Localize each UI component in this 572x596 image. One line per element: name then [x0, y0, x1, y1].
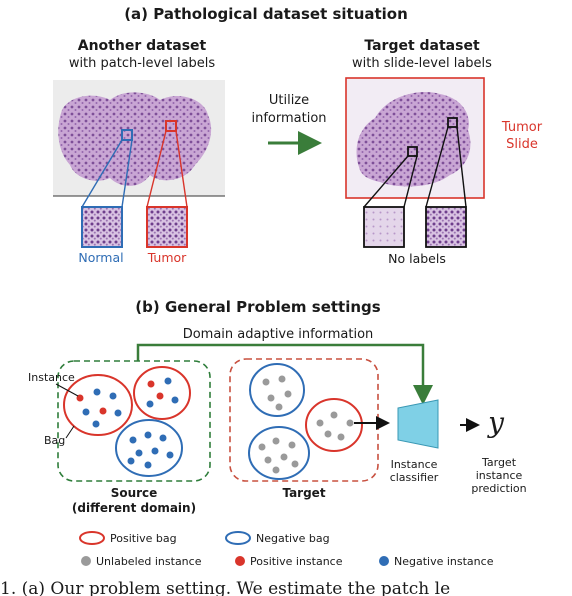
target-negative-bag-2 [248, 426, 310, 480]
source-bag-2-instances [146, 377, 179, 408]
target-zoom-line-1b [403, 155, 418, 208]
legend: Positive bag Negative bag Unlabeled inst… [79, 531, 494, 568]
target-roi-1 [407, 146, 418, 157]
domain-adaptive-arrow [136, 343, 433, 405]
normal-zoom-line-right [121, 139, 133, 208]
figure-caption: 1. (a) Our problem setting. We estimate … [0, 579, 450, 596]
instance-classifier-shape [397, 399, 439, 449]
tumor-label: Tumor [147, 250, 187, 265]
tumor-patch-image [146, 206, 188, 248]
prediction-label-2: instance [476, 469, 523, 482]
source-dataset-subheading: with patch-level labels [69, 56, 216, 71]
legend-positive-instance-swatch [235, 556, 245, 566]
source-domain-box [57, 360, 211, 482]
prediction-label-3: prediction [471, 482, 526, 495]
target-roi-2 [447, 117, 458, 128]
source-bag-3-instances [127, 431, 174, 469]
target-bag-1-instances [262, 375, 292, 411]
source-bag-1-instances [76, 388, 122, 428]
tumor-zoom-line-left [146, 130, 167, 208]
normal-zoom-line-left [81, 139, 123, 208]
prediction-label-1: Target [481, 456, 517, 469]
target-dataset-heading: Target dataset [364, 38, 480, 54]
target-slide-image [345, 77, 485, 199]
source-positive-bag-2 [133, 366, 191, 420]
instance-pointer [55, 383, 79, 397]
information-label: information [251, 111, 326, 126]
legend-positive-bag-swatch [79, 531, 105, 545]
legend-negative-bag-swatch [225, 531, 251, 545]
target-zoom-line-2a [425, 126, 449, 208]
normal-label: Normal [78, 250, 123, 265]
target-bag-3-instances [316, 411, 354, 441]
target-bag-2-instances [258, 437, 299, 474]
target-label: Target [282, 486, 325, 500]
normal-patch-image [81, 206, 123, 248]
utilize-label: Utilize [269, 93, 309, 108]
source-sublabel: (different domain) [72, 501, 196, 515]
bag-label: Bag [44, 434, 65, 447]
legend-unlabeled-instance: Unlabeled instance [96, 555, 202, 568]
tumor-slide-label-1: Tumor [501, 120, 543, 135]
legend-positive-instance: Positive instance [250, 555, 343, 568]
domain-adaptive-label: Domain adaptive information [183, 327, 374, 342]
target-positive-bag [305, 398, 363, 452]
source-normal-roi [121, 129, 133, 141]
output-y-symbol: y [486, 406, 505, 439]
tumor-slide-label-2: Slide [506, 137, 538, 152]
instance-label: Instance [28, 371, 75, 384]
classifier-label-2: classifier [390, 471, 439, 484]
source-dataset-heading: Another dataset [78, 38, 207, 54]
target-domain-box [229, 358, 379, 482]
legend-negative-instance: Negative instance [394, 555, 494, 568]
legend-negative-instance-swatch [379, 556, 389, 566]
bag-pointer [65, 425, 75, 439]
target-negative-bag-1 [249, 363, 305, 417]
source-label: Source [111, 486, 158, 500]
part-a-title: (a) Pathological dataset situation [124, 5, 408, 23]
source-slide-image [53, 80, 225, 197]
target-patch-1 [363, 206, 405, 248]
target-patch-2 [425, 206, 467, 248]
target-zoom-line-2b [456, 126, 467, 208]
target-dataset-subheading: with slide-level labels [352, 56, 492, 71]
legend-negative-bag: Negative bag [256, 532, 330, 545]
classifier-label-1: Instance [391, 458, 438, 471]
legend-positive-bag: Positive bag [110, 532, 177, 545]
source-tumor-roi [165, 120, 177, 132]
tumor-zoom-line-right [175, 130, 188, 208]
target-zoom-line-1a [363, 155, 409, 208]
source-positive-bag-1 [63, 374, 133, 436]
legend-unlabeled-swatch [81, 556, 91, 566]
no-labels-text: No labels [388, 251, 446, 266]
part-b-title: (b) General Problem settings [135, 298, 380, 316]
source-negative-bag [115, 419, 183, 477]
